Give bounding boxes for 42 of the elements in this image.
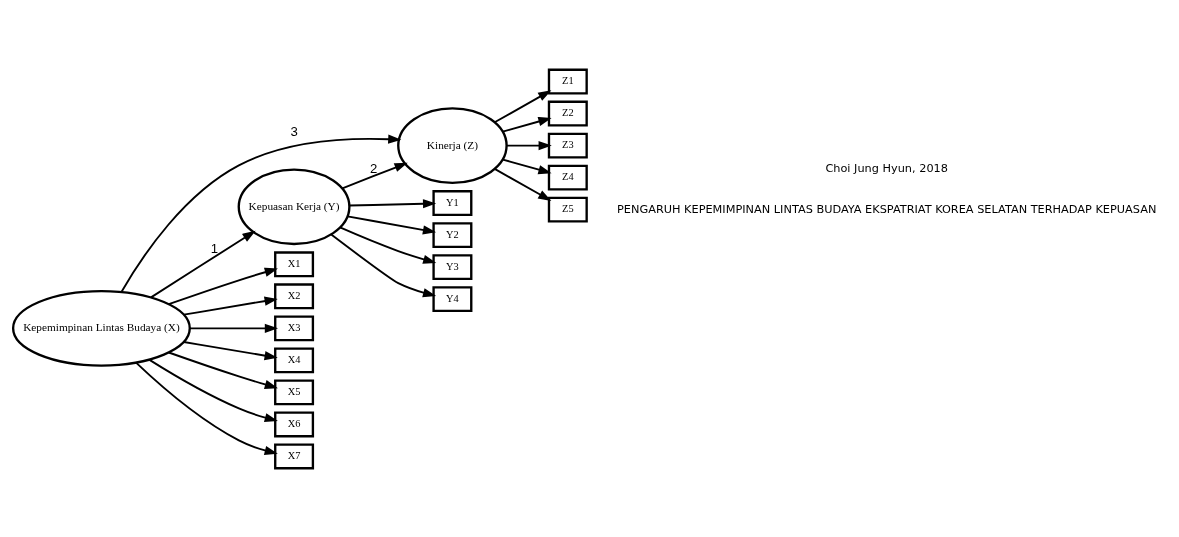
node-box: Y2 <box>432 221 473 248</box>
arrow <box>150 230 256 298</box>
label: PENGARUH KEPEMIMPINAN LINTAS BUDAYA EKSPATRIAT KOREA SELATAN TERHADAP KEPUASAN <box>617 202 1157 216</box>
label: Choi Jung Hyun, 2018 <box>825 161 948 175</box>
edge-label: 2 <box>370 160 378 176</box>
node-box: X5 <box>274 378 315 405</box>
node-box: X6 <box>274 410 315 437</box>
node-box: Y4 <box>432 285 473 312</box>
node-box: Z1 <box>547 68 588 94</box>
arrow <box>167 351 278 389</box>
node-box: Z3 <box>547 132 588 159</box>
arrow <box>330 233 437 297</box>
arrow <box>182 340 278 360</box>
edge-label: 3 <box>290 123 298 139</box>
node-box: X2 <box>274 282 315 309</box>
arrow <box>505 140 552 150</box>
node-box: X4 <box>274 346 315 373</box>
node-box: X1 <box>274 250 315 277</box>
arrow <box>493 89 552 123</box>
node-box: Z4 <box>547 164 588 191</box>
arrow <box>189 323 278 333</box>
arrow <box>501 158 552 174</box>
arrow <box>501 116 552 133</box>
arrow <box>135 361 278 455</box>
node-box: Y1 <box>432 189 473 216</box>
arrow <box>339 226 437 264</box>
arrow <box>167 267 278 305</box>
arrow <box>493 167 552 201</box>
arrow <box>346 214 437 234</box>
node-ellipse: Kepemimpinan Lintas Budaya (X) <box>11 289 191 367</box>
node-box: X3 <box>274 314 315 341</box>
arrow <box>182 296 278 316</box>
edge-label: 1 <box>210 240 219 256</box>
node-ellipse: Kinerja (Z) <box>397 106 508 184</box>
arrow <box>341 162 408 189</box>
arrow <box>148 358 278 422</box>
arrow <box>120 134 402 293</box>
node-box: Z5 <box>547 196 588 223</box>
node-box: Z2 <box>547 100 588 127</box>
node-box: X7 <box>274 443 315 469</box>
node-box: Y3 <box>432 253 473 280</box>
arrow <box>348 198 437 208</box>
